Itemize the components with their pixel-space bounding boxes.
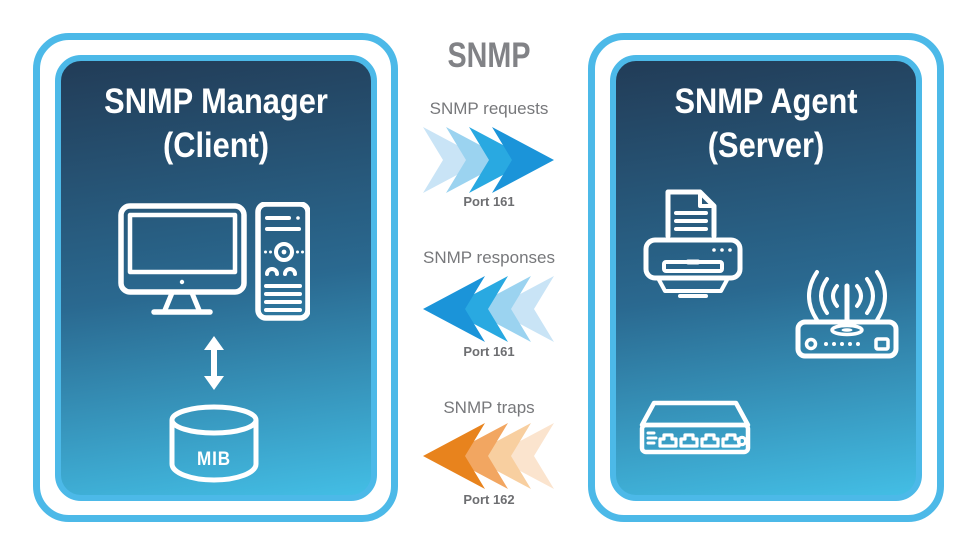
diagram-title: SNMP xyxy=(447,36,531,75)
snmp-agent-title-line1: SNMP Agent xyxy=(674,82,858,121)
snmp-manager-panel xyxy=(55,55,377,501)
flow-label-responses: SNMP responses xyxy=(423,248,555,267)
computer-icon xyxy=(118,202,310,321)
chevron-arrow xyxy=(446,276,508,342)
chevron-arrow xyxy=(423,423,485,489)
chevron-arrow xyxy=(423,276,485,342)
flow-label-requests: SNMP requests xyxy=(429,99,549,118)
chevron-arrow xyxy=(492,276,554,342)
chevron-arrow xyxy=(423,127,485,193)
flow-label-traps: SNMP traps xyxy=(443,398,535,417)
updown-arrow-icon xyxy=(204,336,224,390)
chevron-arrow xyxy=(469,127,531,193)
flow-port-traps: Port 162 xyxy=(463,492,515,507)
chevron-arrow xyxy=(469,276,531,342)
snmp-agent-title-line2: (Server) xyxy=(707,126,825,165)
chevron-arrow xyxy=(446,423,508,489)
snmp-manager-title-line1: SNMP Manager xyxy=(104,82,328,121)
flow-port-responses: Port 161 xyxy=(463,344,515,359)
printer-icon xyxy=(643,189,743,298)
chevron-arrow xyxy=(446,127,508,193)
flow-port-requests: Port 161 xyxy=(463,194,515,209)
mib-database-icon xyxy=(169,404,259,483)
flow-arrows-responses xyxy=(423,276,555,342)
chevron-arrow xyxy=(492,127,554,193)
flow-arrows-requests xyxy=(423,127,555,193)
mib-label: MIB xyxy=(196,449,232,470)
snmp-manager-title: SNMP Manager (Client) xyxy=(74,80,357,168)
flow-arrows-traps xyxy=(423,423,555,489)
wireless-router-icon xyxy=(795,270,899,359)
chevron-arrow xyxy=(492,423,554,489)
snmp-agent-title: SNMP Agent (Server) xyxy=(629,80,904,168)
network-switch-icon xyxy=(639,400,751,455)
snmp-manager-title-line2: (Client) xyxy=(162,126,270,165)
chevron-arrow xyxy=(469,423,531,489)
